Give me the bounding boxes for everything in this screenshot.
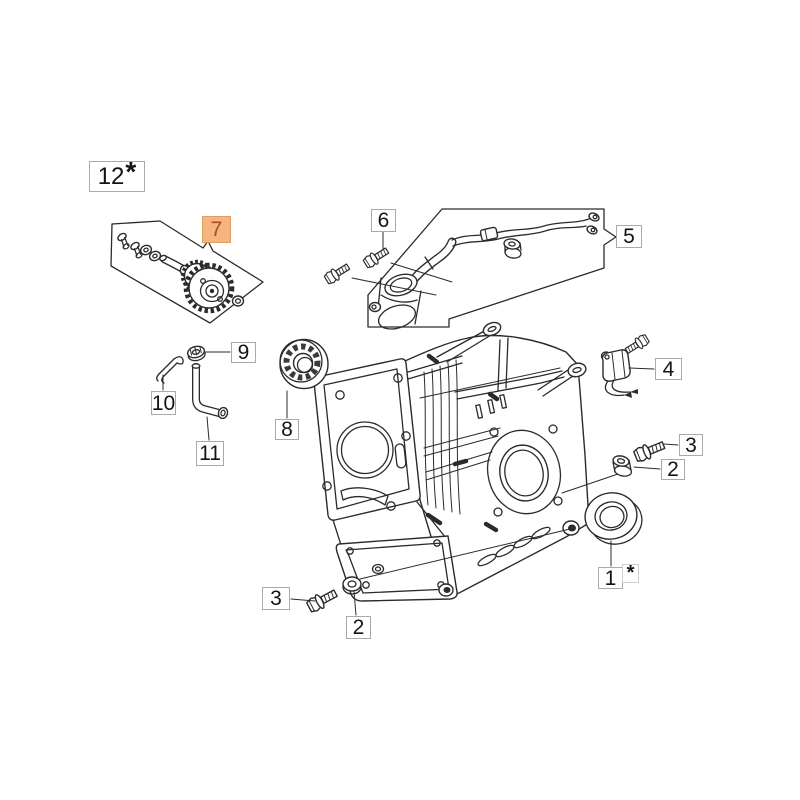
callout-4[interactable]: 4 bbox=[655, 358, 682, 380]
callout-7-highlighted[interactable]: 7 bbox=[202, 216, 231, 243]
camshaft-gear-assembly bbox=[117, 232, 245, 314]
callout-1-number: 1 bbox=[604, 566, 617, 590]
callout-4-number: 4 bbox=[662, 357, 675, 381]
callout-12-number: 12 bbox=[97, 162, 125, 190]
callout-5-number: 5 bbox=[623, 225, 635, 248]
oil-pan-flange bbox=[335, 535, 458, 602]
callout-2-bottom[interactable]: 2 bbox=[346, 616, 371, 639]
callout-1-asterisk-box: * bbox=[622, 562, 639, 584]
callout-11[interactable]: 11 bbox=[196, 441, 224, 466]
callout-3-bottom[interactable]: 3 bbox=[262, 587, 290, 610]
callout-5[interactable]: 5 bbox=[616, 225, 642, 248]
washer-2-bottom bbox=[342, 576, 362, 595]
callout-7-number: 7 bbox=[210, 218, 223, 241]
top-bracket bbox=[407, 321, 587, 400]
retainer-clip bbox=[156, 356, 184, 384]
ball-bearing bbox=[279, 338, 329, 390]
oil-pipe bbox=[191, 363, 229, 420]
callout-12-asterisk: * bbox=[125, 155, 137, 187]
grommet-2-right bbox=[612, 455, 633, 477]
oil-switch bbox=[600, 332, 651, 398]
leader-lines bbox=[162, 230, 679, 616]
callout-3-right[interactable]: 3 bbox=[679, 434, 703, 456]
callout-8[interactable]: 8 bbox=[275, 419, 299, 440]
cylinder-flange bbox=[313, 358, 447, 546]
part5-group-box bbox=[367, 208, 617, 328]
callout-10-number: 10 bbox=[151, 391, 176, 415]
callout-2-right[interactable]: 2 bbox=[661, 459, 685, 480]
callout-6[interactable]: 6 bbox=[371, 209, 396, 232]
callout-2-bottom-number: 2 bbox=[352, 616, 365, 639]
bolt-6b bbox=[322, 260, 353, 287]
callout-10[interactable]: 10 bbox=[151, 391, 176, 415]
part7-group-box bbox=[110, 220, 264, 324]
oil-seal bbox=[584, 492, 643, 545]
flange-nut bbox=[186, 345, 206, 362]
callout-12[interactable]: 12* bbox=[89, 155, 145, 192]
callout-8-number: 8 bbox=[281, 418, 293, 441]
callout-3-right-number: 3 bbox=[685, 433, 697, 457]
callout-2-right-number: 2 bbox=[667, 458, 679, 481]
callout-1-asterisk: * bbox=[626, 562, 635, 584]
callout-9-number: 9 bbox=[237, 341, 250, 364]
callout-1[interactable]: 1 bbox=[598, 567, 623, 589]
callout-11-number: 11 bbox=[199, 442, 221, 465]
callout-9[interactable]: 9 bbox=[231, 342, 256, 363]
callout-6-number: 6 bbox=[377, 209, 390, 232]
bolt-6a bbox=[361, 244, 392, 271]
crankcase-body bbox=[404, 334, 590, 597]
callout-3-bottom-number: 3 bbox=[270, 587, 282, 610]
oil-alert-assembly bbox=[368, 212, 600, 330]
